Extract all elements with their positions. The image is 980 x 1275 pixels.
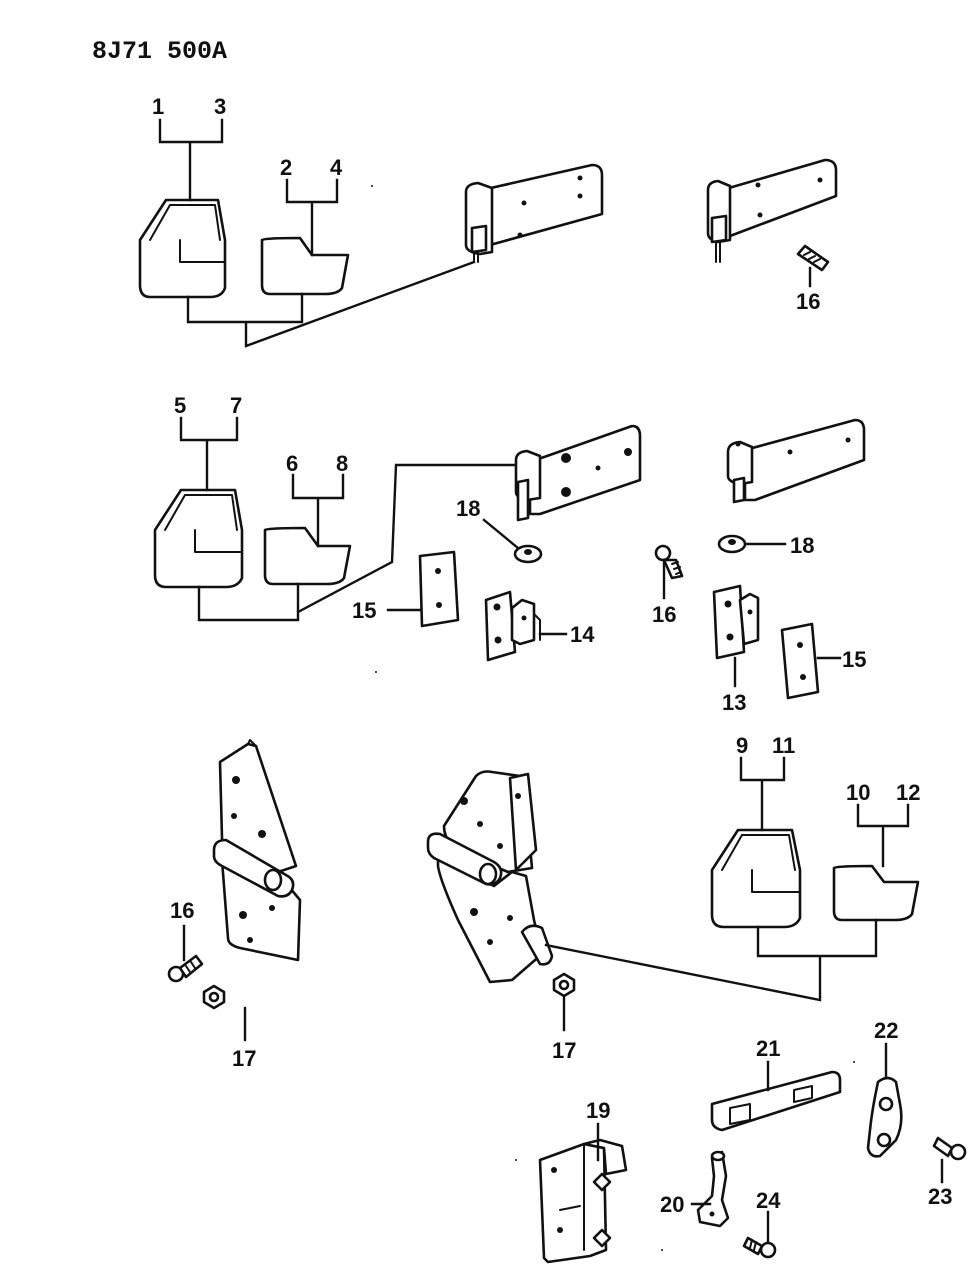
callout-3: 3 [214, 94, 226, 119]
link-20 [696, 1150, 730, 1228]
callout-5: 5 [174, 393, 186, 418]
leader-covers-row1 [186, 260, 476, 348]
callout-6: 6 [286, 451, 298, 476]
hinge-lower-center [426, 770, 554, 984]
callout-15-right: 15 [842, 647, 866, 672]
screw-23 [932, 1136, 967, 1161]
callout-7: 7 [230, 393, 242, 418]
screw-24 [742, 1236, 777, 1259]
callout-18-right: 18 [790, 533, 814, 558]
callout-21: 21 [756, 1036, 780, 1061]
leader-6-8 [291, 473, 345, 548]
clip-22 [866, 1076, 903, 1158]
callout-8: 8 [336, 451, 348, 476]
callout-14: 14 [570, 622, 595, 647]
washer-18-left [513, 544, 543, 564]
callout-24: 24 [756, 1188, 781, 1213]
callout-2: 2 [280, 155, 292, 180]
hinge-cover-large-9-11 [710, 828, 802, 929]
hinge-lower-left [212, 739, 302, 962]
callout-20: 20 [660, 1192, 684, 1217]
callout-17-left: 17 [232, 1046, 256, 1071]
shim-15-left [418, 550, 460, 628]
door-hinge-middle-left [514, 424, 642, 522]
hinge-cover-large-5-7 [153, 488, 244, 589]
callout-13: 13 [722, 690, 746, 715]
callout-16-upper: 16 [796, 289, 820, 314]
callout-11: 11 [772, 733, 795, 758]
door-hinge-upper-left [464, 163, 604, 263]
leader-9-11 [739, 756, 786, 832]
door-hinge-middle-right [726, 418, 866, 504]
leader-5-7 [179, 416, 239, 492]
hinge-cover-large-1-3 [138, 198, 227, 299]
hinge-cover-small-10-12 [832, 864, 920, 922]
callout-15-left: 15 [352, 598, 376, 623]
callout-1: 1 [152, 94, 164, 119]
callout-18-left: 18 [456, 496, 480, 521]
callout-9: 9 [736, 733, 748, 758]
callout-4: 4 [330, 155, 343, 180]
leader-2-4 [285, 178, 339, 257]
drawing-id: 8J71 500A [92, 37, 227, 66]
callout-17-right: 17 [552, 1038, 576, 1063]
leader-10-12 [856, 803, 910, 868]
callout-19: 19 [586, 1098, 610, 1123]
callout-16-middle: 16 [652, 602, 676, 627]
callout-16-lower: 16 [170, 898, 194, 923]
nut-17-left [202, 984, 226, 1010]
leader-covers-row3 [544, 918, 878, 1002]
hinge-half-14 [484, 590, 541, 662]
hinge-cover-small-2-4 [260, 236, 350, 296]
hinge-cover-small-6-8 [263, 526, 352, 586]
leader-covers-row2 [197, 463, 522, 622]
hinge-half-13 [712, 584, 760, 660]
door-hinge-upper-right [706, 158, 838, 263]
check-strap-21 [710, 1070, 842, 1132]
callout-22: 22 [874, 1018, 898, 1043]
screw-16-lower [167, 954, 204, 983]
washer-18-right [717, 534, 747, 554]
leader-1-3 [158, 118, 224, 202]
callout-12: 12 [896, 780, 920, 805]
shim-15-right [780, 622, 820, 700]
callout-10: 10 [846, 780, 870, 805]
nut-17-right [552, 972, 576, 998]
screw-16-upper [796, 244, 830, 272]
callout-23: 23 [928, 1184, 952, 1209]
leader-18-left [482, 518, 520, 550]
screw-16-middle [654, 544, 684, 580]
bracket-19 [538, 1138, 628, 1264]
